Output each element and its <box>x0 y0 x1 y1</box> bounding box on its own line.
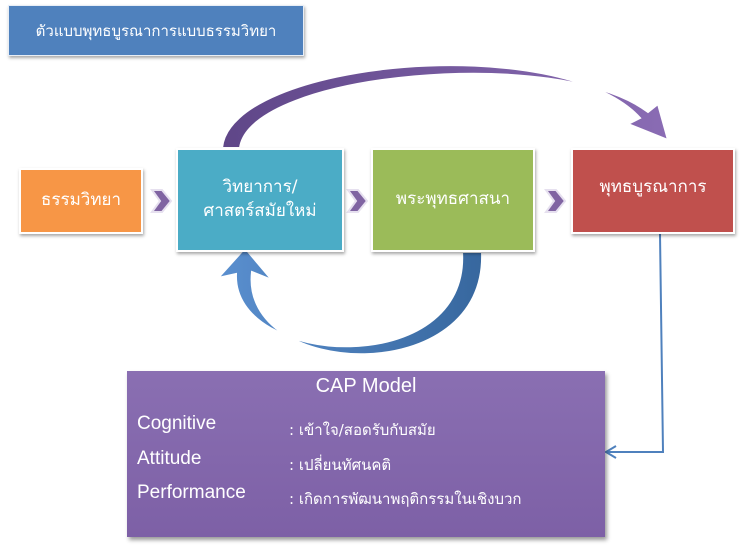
chevron-arrow-2 <box>346 189 369 213</box>
cap-term: Cognitive <box>137 413 217 434</box>
cap-definition: : เปลี่ยนทัศนคติ <box>289 456 392 474</box>
cap-term: Performance <box>137 482 246 503</box>
node-label: พระพุทธศาสนา <box>395 189 511 210</box>
node-label: ธรรมวิทยา <box>40 190 122 211</box>
cap-model-title: CAP Model <box>315 375 417 397</box>
node-label-line-2: ศาสตร์สมัยใหม่ <box>203 201 317 221</box>
chevron-arrow-3 <box>544 189 567 213</box>
node-modern-science: วิทยาการ/ ศาสตร์สมัยใหม่ <box>176 148 344 252</box>
diagram-title: ตัวแบบพุทธบูรณาการแบบธรรมวิทยา <box>8 5 304 56</box>
cap-definition: : เข้าใจ/สอดรับกับสมัย <box>289 421 436 439</box>
cap-row-attitude: Attitude : เปลี่ยนทัศนคติ <box>137 448 597 476</box>
node-label-line-1: วิทยาการ/ <box>222 177 298 198</box>
curved-arrow-top <box>220 64 670 149</box>
cap-row-cognitive: Cognitive : เข้าใจ/สอดรับกับสมัย <box>137 413 597 441</box>
node-label: พุทธบูรณาการ <box>599 177 707 198</box>
elbow-connector <box>604 233 665 459</box>
cap-model-box: CAP Model Cognitive : เข้าใจ/สอดรับกับสม… <box>127 371 605 537</box>
cap-term: Attitude <box>137 448 202 469</box>
curved-arrow-bottom <box>215 246 484 356</box>
node-buddhism: พระพุทธศาสนา <box>371 148 535 252</box>
chevron-arrow-1 <box>150 189 173 213</box>
node-buddhist-integration: พุทธบูรณาการ <box>571 148 735 234</box>
cap-definition: : เกิดการพัฒนาพฤติกรรมในเชิงบวก <box>289 490 522 508</box>
cap-row-performance: Performance : เกิดการพัฒนาพฤติกรรมในเชิง… <box>137 482 597 510</box>
node-dhamma-logy: ธรรมวิทยา <box>19 168 143 234</box>
